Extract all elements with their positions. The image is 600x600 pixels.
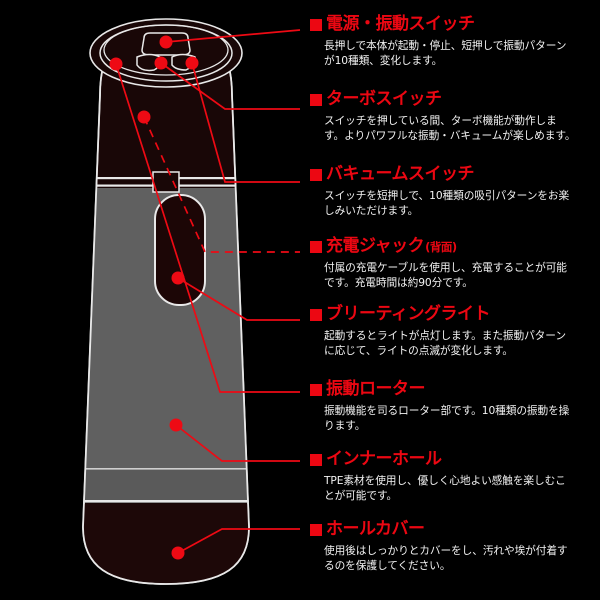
annotation-body: スイッチを押している間、ターボ機能が動作します。よりパワフルな振動・バキュームが… [324,113,576,143]
marker-dots [109,35,199,560]
annotation-turbo-switch: ターボスイッチ スイッチを押している間、ターボ機能が動作します。よりパワフルな振… [310,89,595,143]
annotation-body: 付属の充電ケーブルを使用し、充電することが可能です。充電時間は約90分です。 [324,260,567,290]
product-illustration [82,18,301,585]
leader-power-vibration-switch [165,29,301,43]
annotation-vibration-rotor: 振動ローター 振動機能を司るローター部です。10種類の振動を操ります。 [310,379,595,433]
leader-vacuum-switch [191,62,300,183]
bullet-square-icon [310,168,322,181]
annotation-title: ホールカバー [326,519,425,539]
bullet-square-icon [310,453,322,466]
annotation-body: 使用後はしっかりとカバーをし、汚れや埃が付着するのを保護してください。 [324,543,568,573]
annotation-title: 振動ローター [326,379,426,399]
bullet-square-icon [310,383,322,396]
annotation-body: 振動機能を司るローター部です。10種類の振動を操ります。 [324,403,570,433]
bullet-square-icon [310,308,322,321]
bullet-square-icon [310,93,322,106]
turbo-switch-marker [154,56,168,70]
annotation-vacuum-switch: バキュームスイッチ スイッチを短押しで、10種類の吸引パターンをお楽しみいただけ… [310,164,595,218]
bullet-square-icon [310,523,322,536]
power-vibration-switch-marker [159,35,173,49]
bullet-square-icon [310,240,322,253]
annotation-title-suffix: (背面) [425,239,457,254]
annotation-title: ブリーティングライト [326,304,490,324]
inner-hole-marker [169,418,183,432]
leader-turbo-switch [160,62,300,110]
annotation-heading: 振動ローター [310,379,595,399]
device-sleeve [83,177,249,503]
annotation-heading: 電源・振動スイッチ [310,14,595,34]
hole-cover-cap [83,504,249,583]
annotation-title: インナーホール [326,449,442,469]
vibration-rotor-marker [109,57,123,71]
annotation-heading: ホールカバー [310,519,595,539]
leader-lines [115,29,301,554]
leader-hole-cover [177,528,300,554]
annotation-title: バキュームスイッチ [326,164,475,184]
annotation-hole-cover: ホールカバー 使用後はしっかりとカバーをし、汚れや埃が付着するのを保護してくださ… [310,519,595,573]
annotation-title: 充電ジャック [326,236,425,256]
annotation-charging-jack: 充電ジャック (背面) 付属の充電ケーブルを使用し、充電することが可能です。充電… [310,236,595,290]
annotation-inner-hole: インナーホール TPE素材を使用し、優しく心地よい感触を楽しむことが可能です。 [310,449,595,503]
hole-cover-marker [171,546,185,560]
annotation-heading: インナーホール [310,449,595,469]
vacuum-switch-marker [185,56,199,70]
annotation-body: スイッチを短押しで、10種類の吸引パターンをお楽しみいただけます。 [324,188,570,218]
annotation-heading: 充電ジャック (背面) [310,236,595,256]
annotation-title: 電源・振動スイッチ [326,14,475,34]
annotation-heading: バキュームスイッチ [310,164,595,184]
annotation-body: TPE素材を使用し、優しく心地よい感触を楽しむことが可能です。 [324,473,566,503]
leader-charging-jack [143,116,300,253]
annotation-body: 長押しで本体が起動・停止、短押しで振動パターンが10種類、変化します。 [324,38,567,68]
annotation-heading: ターボスイッチ [310,89,595,109]
annotation-body: 起動するとライトが点灯します。また振動パターンに応じて、ライトの点滅が変化します… [324,328,566,358]
breathing-light-marker [171,271,185,285]
annotation-breathing-light: ブリーティングライト 起動するとライトが点灯します。また振動パターンに応じて、ラ… [310,304,595,358]
annotation-title: ターボスイッチ [326,89,442,109]
charging-jack-marker [137,110,151,124]
annotation-list: 電源・振動スイッチ 長押しで本体が起動・停止、短押しで振動パターンが10種類、変… [300,0,600,600]
leader-breathing-light [177,277,300,321]
annotation-power-vibration-switch: 電源・振動スイッチ 長押しで本体が起動・停止、短押しで振動パターンが10種類、変… [310,14,595,68]
leader-inner-hole [175,424,300,462]
annotation-heading: ブリーティングライト [310,304,595,324]
leader-vibration-rotor [115,63,300,393]
bullet-square-icon [310,18,322,31]
